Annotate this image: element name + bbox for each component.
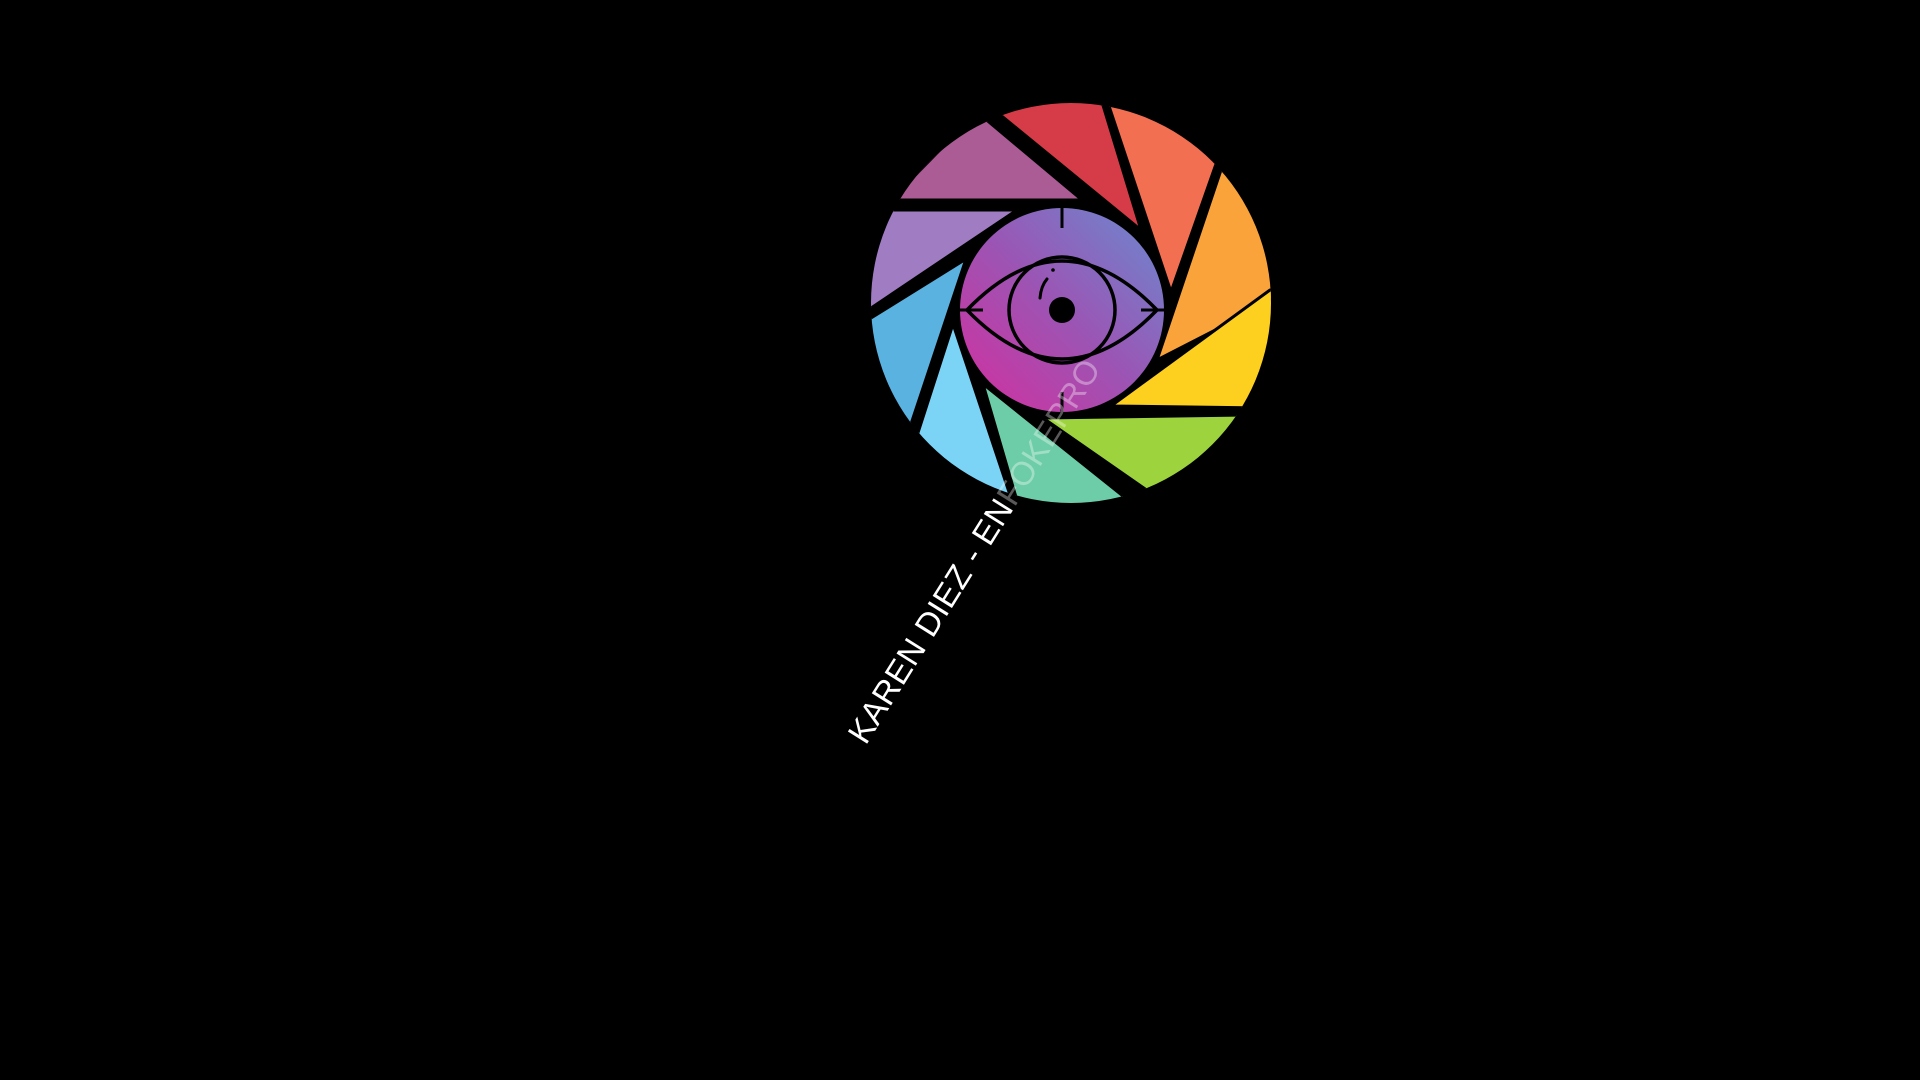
blade-teal bbox=[981, 382, 1135, 503]
eye-icon bbox=[957, 205, 1167, 415]
blade-yellow bbox=[1109, 288, 1271, 410]
blade-red bbox=[985, 103, 1143, 232]
aperture-eye-logo bbox=[871, 102, 1271, 504]
caption-name: KAREN DIEZ - EN bbox=[840, 491, 1021, 750]
